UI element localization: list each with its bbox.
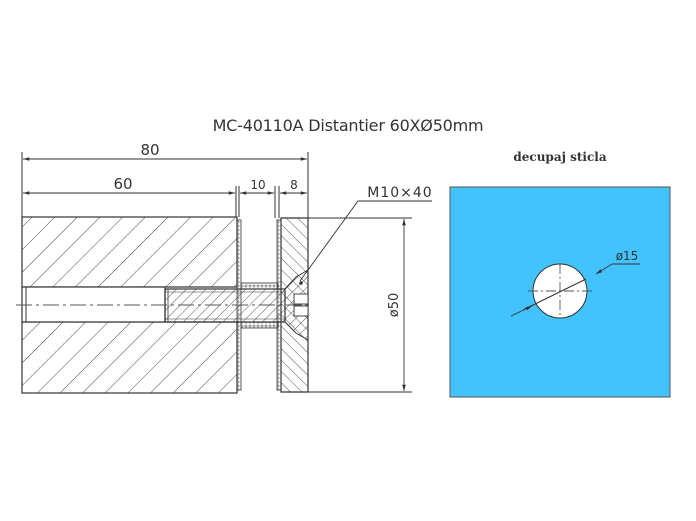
- hole-diameter: ø15: [616, 249, 639, 263]
- dim-glass-gap: 10: [250, 178, 265, 192]
- dim-bolt-spec: M10×40: [367, 185, 432, 201]
- body-lower-hatch: [21, 321, 238, 394]
- gap-sleeve-bottom: [240, 321, 279, 329]
- section-view: 80 60 10 8 ø50 M10×40: [16, 141, 432, 394]
- cutout-label: decupaj sticla: [513, 150, 607, 164]
- glass-cutout-view: ø15: [449, 186, 671, 398]
- dim-body-length: 60: [113, 175, 132, 193]
- drawing-title: MC-40110A Distantier 60XØ50mm: [212, 116, 484, 135]
- bore: [21, 286, 166, 323]
- dim-cap-thickness: 8: [290, 178, 298, 192]
- bolt-leader: [299, 200, 432, 282]
- dim-diameter: ø50: [387, 293, 402, 318]
- hole-dim-line: [522, 278, 587, 311]
- gap-sleeve-top: [240, 282, 279, 290]
- body-upper-hatch: [21, 216, 238, 288]
- dim-overall-length: 80: [140, 141, 159, 159]
- bolt-hatch: [164, 288, 286, 323]
